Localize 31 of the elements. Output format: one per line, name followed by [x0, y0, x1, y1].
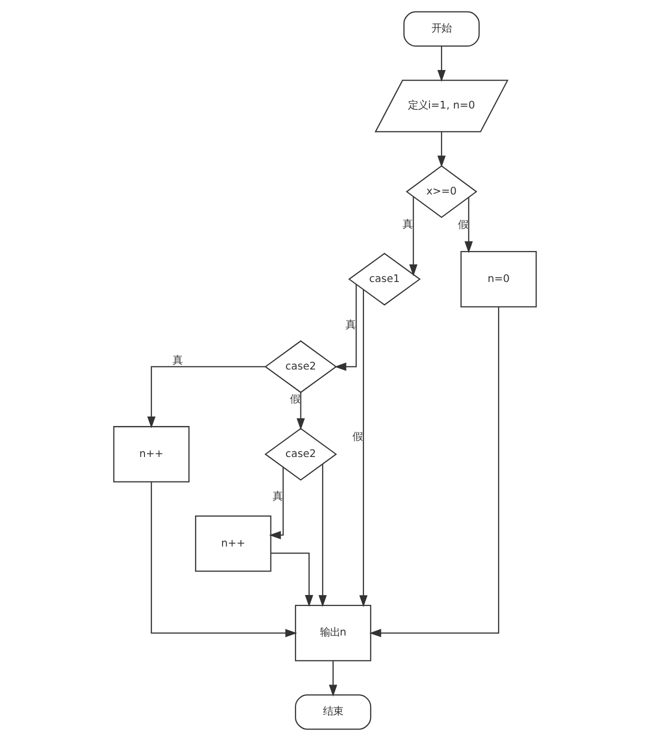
- edge-label: 假: [457, 219, 468, 232]
- arrow: [318, 464, 326, 607]
- node-box: 结束: [294, 694, 371, 730]
- edge-label: 假: [290, 394, 300, 406]
- arrow: [368, 306, 499, 638]
- arrow: [328, 660, 337, 697]
- node-box: 输出n: [294, 604, 371, 662]
- edge-label: 假: [352, 430, 362, 443]
- edge-label: 真: [172, 354, 182, 367]
- arrow: [270, 552, 313, 607]
- node-diamond: case1: [348, 252, 420, 306]
- arrow: [436, 132, 446, 168]
- arrow: [436, 46, 446, 82]
- arrow: [464, 197, 472, 254]
- node-diamond: case2: [264, 340, 336, 394]
- arrow: [334, 284, 356, 371]
- arrow: [150, 482, 297, 638]
- node-box: n=0: [460, 251, 536, 308]
- node-box: n++: [194, 515, 271, 572]
- edge-label: 真: [402, 218, 412, 231]
- arrow: [146, 366, 265, 428]
- edge-label: 真: [272, 490, 282, 503]
- node-box: n++: [112, 426, 190, 482]
- arrow: [268, 467, 284, 540]
- node-diamond: case2: [264, 428, 336, 481]
- edge-label: 真: [344, 318, 355, 331]
- node-box: 开始: [402, 11, 480, 47]
- node-diamond: x>=0: [405, 165, 477, 218]
- arrow: [408, 196, 417, 276]
- arrow: [358, 290, 368, 608]
- arrow: [296, 392, 304, 430]
